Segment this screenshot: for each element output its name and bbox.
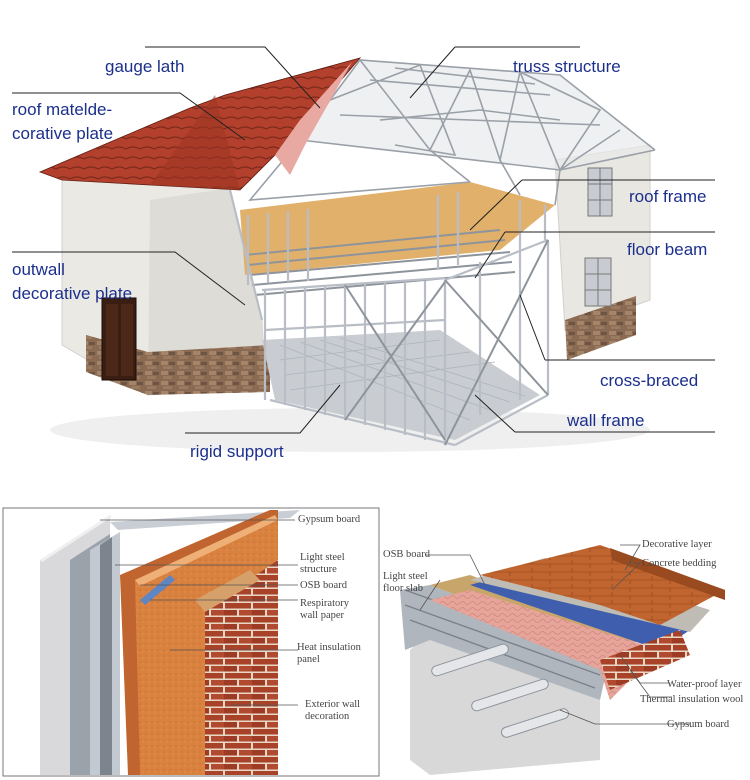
ground-floor-slab (262, 330, 540, 440)
label-outwall-line1: outwall (12, 260, 65, 279)
floor-label-light-steel-2: floor slab (383, 583, 423, 594)
floor-section (400, 545, 725, 775)
floor-label-decorative: Decorative layer (642, 539, 712, 550)
floor-label-waterproof: Water-proof layer (667, 679, 742, 690)
floor-joists (244, 229, 516, 296)
wall-section-labels: Gypsum board Light steel structure OSB b… (297, 514, 362, 722)
floor-waterproof (470, 575, 690, 650)
label-cross-braced: cross-braced (600, 371, 698, 390)
stone-base-right (565, 296, 636, 360)
label-wall-frame: wall frame (566, 411, 644, 430)
label-roof-plate-line1: roof matelde- (12, 100, 112, 119)
floor-label-osb: OSB board (383, 549, 431, 560)
floor-section-labels: OSB board Light steel floor slab Decorat… (383, 539, 743, 730)
wall-label-osb: OSB board (300, 580, 348, 591)
wall-leader-lines (100, 519, 298, 706)
floor-label-gypsum: Gypsum board (667, 719, 730, 730)
label-rigid-support: rigid support (190, 442, 284, 461)
wall-label-respiratory-2: wall paper (300, 610, 345, 621)
truss-roof-skin (300, 60, 655, 170)
floor-pipes (431, 643, 570, 738)
wall-exterior-bricks (205, 560, 278, 775)
wall-label-exterior-2: decoration (305, 711, 350, 722)
label-gauge-lath: gauge lath (105, 57, 184, 76)
wall-label-gypsum: Gypsum board (298, 514, 361, 525)
wall-label-heat-1: Heat insulation (297, 642, 362, 653)
floor-decorative-wood (480, 545, 725, 625)
floor-edge-bricks (600, 630, 690, 690)
floor-thermal-wool (430, 590, 660, 700)
label-outwall-line2: decorative plate (12, 284, 132, 303)
wall-label-light-steel-1: Light steel (300, 552, 345, 563)
floor-deck (240, 182, 555, 275)
floor-label-light-steel-1: Light steel (383, 571, 428, 582)
house-illustration (38, 57, 656, 452)
house-labels: gauge lath truss structure roof matelde-… (12, 57, 707, 461)
wall-label-light-steel-2: structure (300, 564, 337, 575)
floor-leader-lines (419, 544, 690, 725)
label-roof-plate-line2: corative plate (12, 124, 113, 143)
wall-label-exterior-1: Exterior wall (305, 699, 360, 710)
label-floor-beam: floor beam (627, 240, 707, 259)
floor-label-thermal: Thermal insulation wool (640, 694, 743, 705)
floor-steel-slab (400, 585, 610, 700)
wall-label-respiratory-1: Respiratory (300, 598, 350, 609)
wall-label-heat-2: panel (297, 654, 320, 665)
label-roof-frame: roof frame (629, 187, 706, 206)
floor-label-concrete: Concrete bedding (642, 558, 717, 569)
house-leader-lines (12, 46, 715, 434)
label-truss-structure: truss structure (513, 57, 621, 76)
wall-section (2, 507, 380, 777)
